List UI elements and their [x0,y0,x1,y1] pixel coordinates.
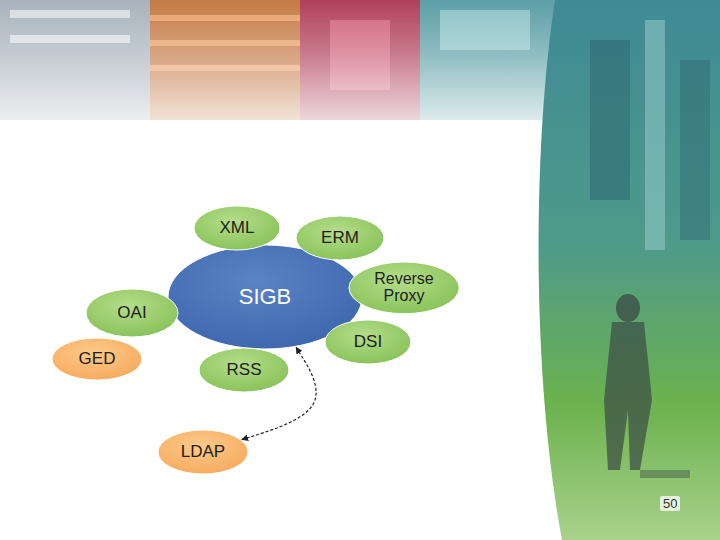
module-ellipse: ERM [295,215,385,261]
node-label: LDAP [181,443,225,461]
node-label: DSI [354,333,382,351]
module-ellipse: OAI [85,288,179,338]
central-ellipse: SIGB [167,244,363,350]
ellipse-fill [52,338,142,380]
module-ellipse: RSS [198,347,290,393]
ellipse-fill [194,206,280,250]
module-ellipse: DSI [324,319,412,365]
module-ellipse: XML [193,205,281,251]
ellipse-fill [199,348,289,392]
ellipse-fill [325,320,411,364]
module-ellipse: Reverse Proxy [348,261,460,315]
node-label: RSS [227,361,262,379]
ellipse-fill [158,430,248,474]
ellipse-fill [349,262,459,314]
node-label: SIGB [239,285,292,308]
module-ellipse: LDAP [157,429,249,475]
node-label: Reverse Proxy [368,271,440,305]
node-label: XML [220,219,255,237]
ellipse-fill [86,289,178,337]
ellipse-fill [296,216,384,260]
page-number: 50 [660,496,680,511]
node-label: ERM [321,229,359,247]
node-label: GED [79,350,116,368]
node-label: OAI [117,304,146,322]
module-ellipse: GED [51,337,143,381]
right-photo-panel [539,0,720,540]
